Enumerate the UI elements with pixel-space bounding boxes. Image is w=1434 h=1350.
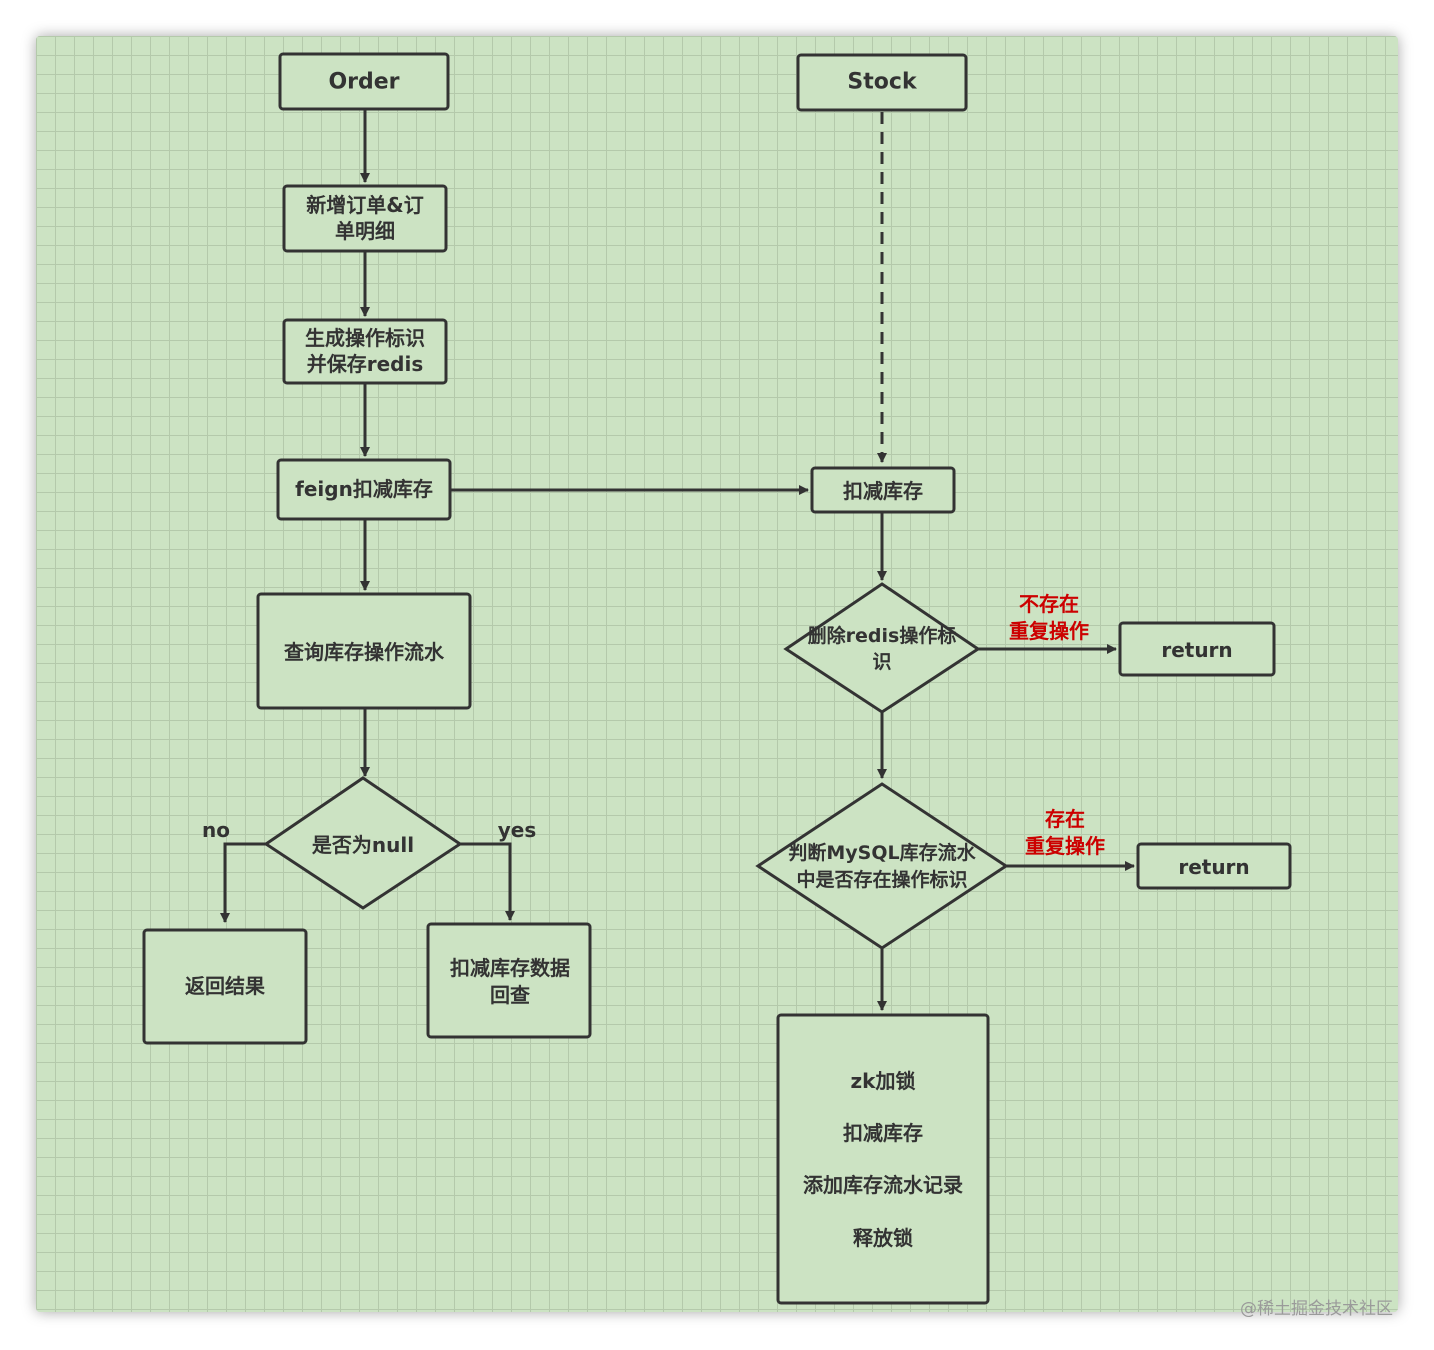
node-return-result: 返回结果 (142, 928, 308, 1045)
node-return-2: return (1136, 842, 1292, 890)
edge-label-not-exist-line-2: 重复操作 (1009, 619, 1089, 643)
edge-label-exist: 存在 重复操作 (1025, 807, 1105, 858)
node-order-label: Order (328, 70, 399, 95)
node-deduct-query-back-line-2: 回查 (490, 983, 530, 1007)
flowchart: Order 新增订单&订 单明细 生成操作标识 并保存redis feign扣减… (142, 52, 1292, 1305)
edge-label-yes-text: yes (498, 818, 537, 842)
node-return-1-label: return (1161, 638, 1232, 662)
node-stock: Stock (796, 53, 968, 112)
node-query-flow: 查询库存操作流水 (256, 592, 472, 710)
node-return-2-label: return (1178, 855, 1249, 879)
node-feign-deduct: feign扣减库存 (276, 458, 452, 521)
node-deduct-query-back-line-1: 扣减库存数据 (450, 956, 570, 980)
node-return-1: return (1118, 621, 1276, 677)
node-check-mysql-line-2: 中是否存在操作标识 (796, 868, 967, 891)
node-is-null: 是否为null (263, 776, 463, 910)
edge-label-no-text: no (202, 818, 230, 842)
node-final-steps-line-2: 扣减库存 (843, 1121, 923, 1145)
edge-label-exist-line-2: 重复操作 (1025, 834, 1105, 858)
edge-label-not-exist: 不存在 重复操作 (1009, 592, 1089, 643)
node-final-steps-line-3: 添加库存流水记录 (803, 1173, 963, 1197)
edge-label-no: no (202, 818, 230, 842)
edge-label-not-exist-line-1: 不存在 (1019, 592, 1079, 616)
edges (220, 110, 1135, 1011)
node-gen-token: 生成操作标识 并保存redis (282, 318, 448, 385)
node-delete-token-line-2: 识 (872, 651, 891, 673)
node-check-mysql-line-1: 判断MySQL库存流水 (788, 841, 976, 864)
edge-label-exist-line-1: 存在 (1045, 807, 1085, 831)
node-stock-deduct-label: 扣减库存 (843, 479, 923, 503)
node-stock-deduct: 扣减库存 (810, 466, 956, 514)
node-query-flow-label: 查询库存操作流水 (284, 640, 445, 664)
node-return-result-label: 返回结果 (185, 974, 265, 998)
watermark: @稀土掘金技术社区 (1240, 1299, 1393, 1319)
node-new-order: 新增订单&订 单明细 (282, 184, 448, 253)
node-final-steps: zk加锁 扣减库存 添加库存流水记录 释放锁 (776, 1013, 990, 1305)
node-new-order-line-2: 单明细 (335, 219, 395, 243)
node-order: Order (278, 52, 450, 111)
edge-isnull-no (220, 842, 266, 923)
edge-label-yes: yes (498, 818, 537, 842)
node-final-steps-line-1: zk加锁 (851, 1069, 916, 1093)
node-new-order-line-1: 新增订单&订 (306, 193, 423, 217)
node-deduct-query-back: 扣减库存数据 回查 (426, 922, 592, 1039)
node-final-steps-line-4: 释放锁 (853, 1226, 913, 1250)
node-feign-deduct-label: feign扣减库存 (295, 477, 433, 501)
node-check-mysql: 判断MySQL库存流水 中是否存在操作标识 (755, 782, 1009, 950)
node-delete-token: 删除redis操作标 识 (783, 582, 981, 714)
diagram-canvas: Order 新增订单&订 单明细 生成操作标识 并保存redis feign扣减… (36, 36, 1398, 1312)
node-stock-label: Stock (847, 70, 918, 95)
node-is-null-label: 是否为null (311, 833, 414, 857)
node-gen-token-line-2: 并保存redis (307, 352, 424, 376)
edge-isnull-yes (460, 842, 515, 921)
node-delete-token-line-1: 删除redis操作标 (808, 624, 957, 647)
node-gen-token-line-1: 生成操作标识 (305, 326, 425, 350)
